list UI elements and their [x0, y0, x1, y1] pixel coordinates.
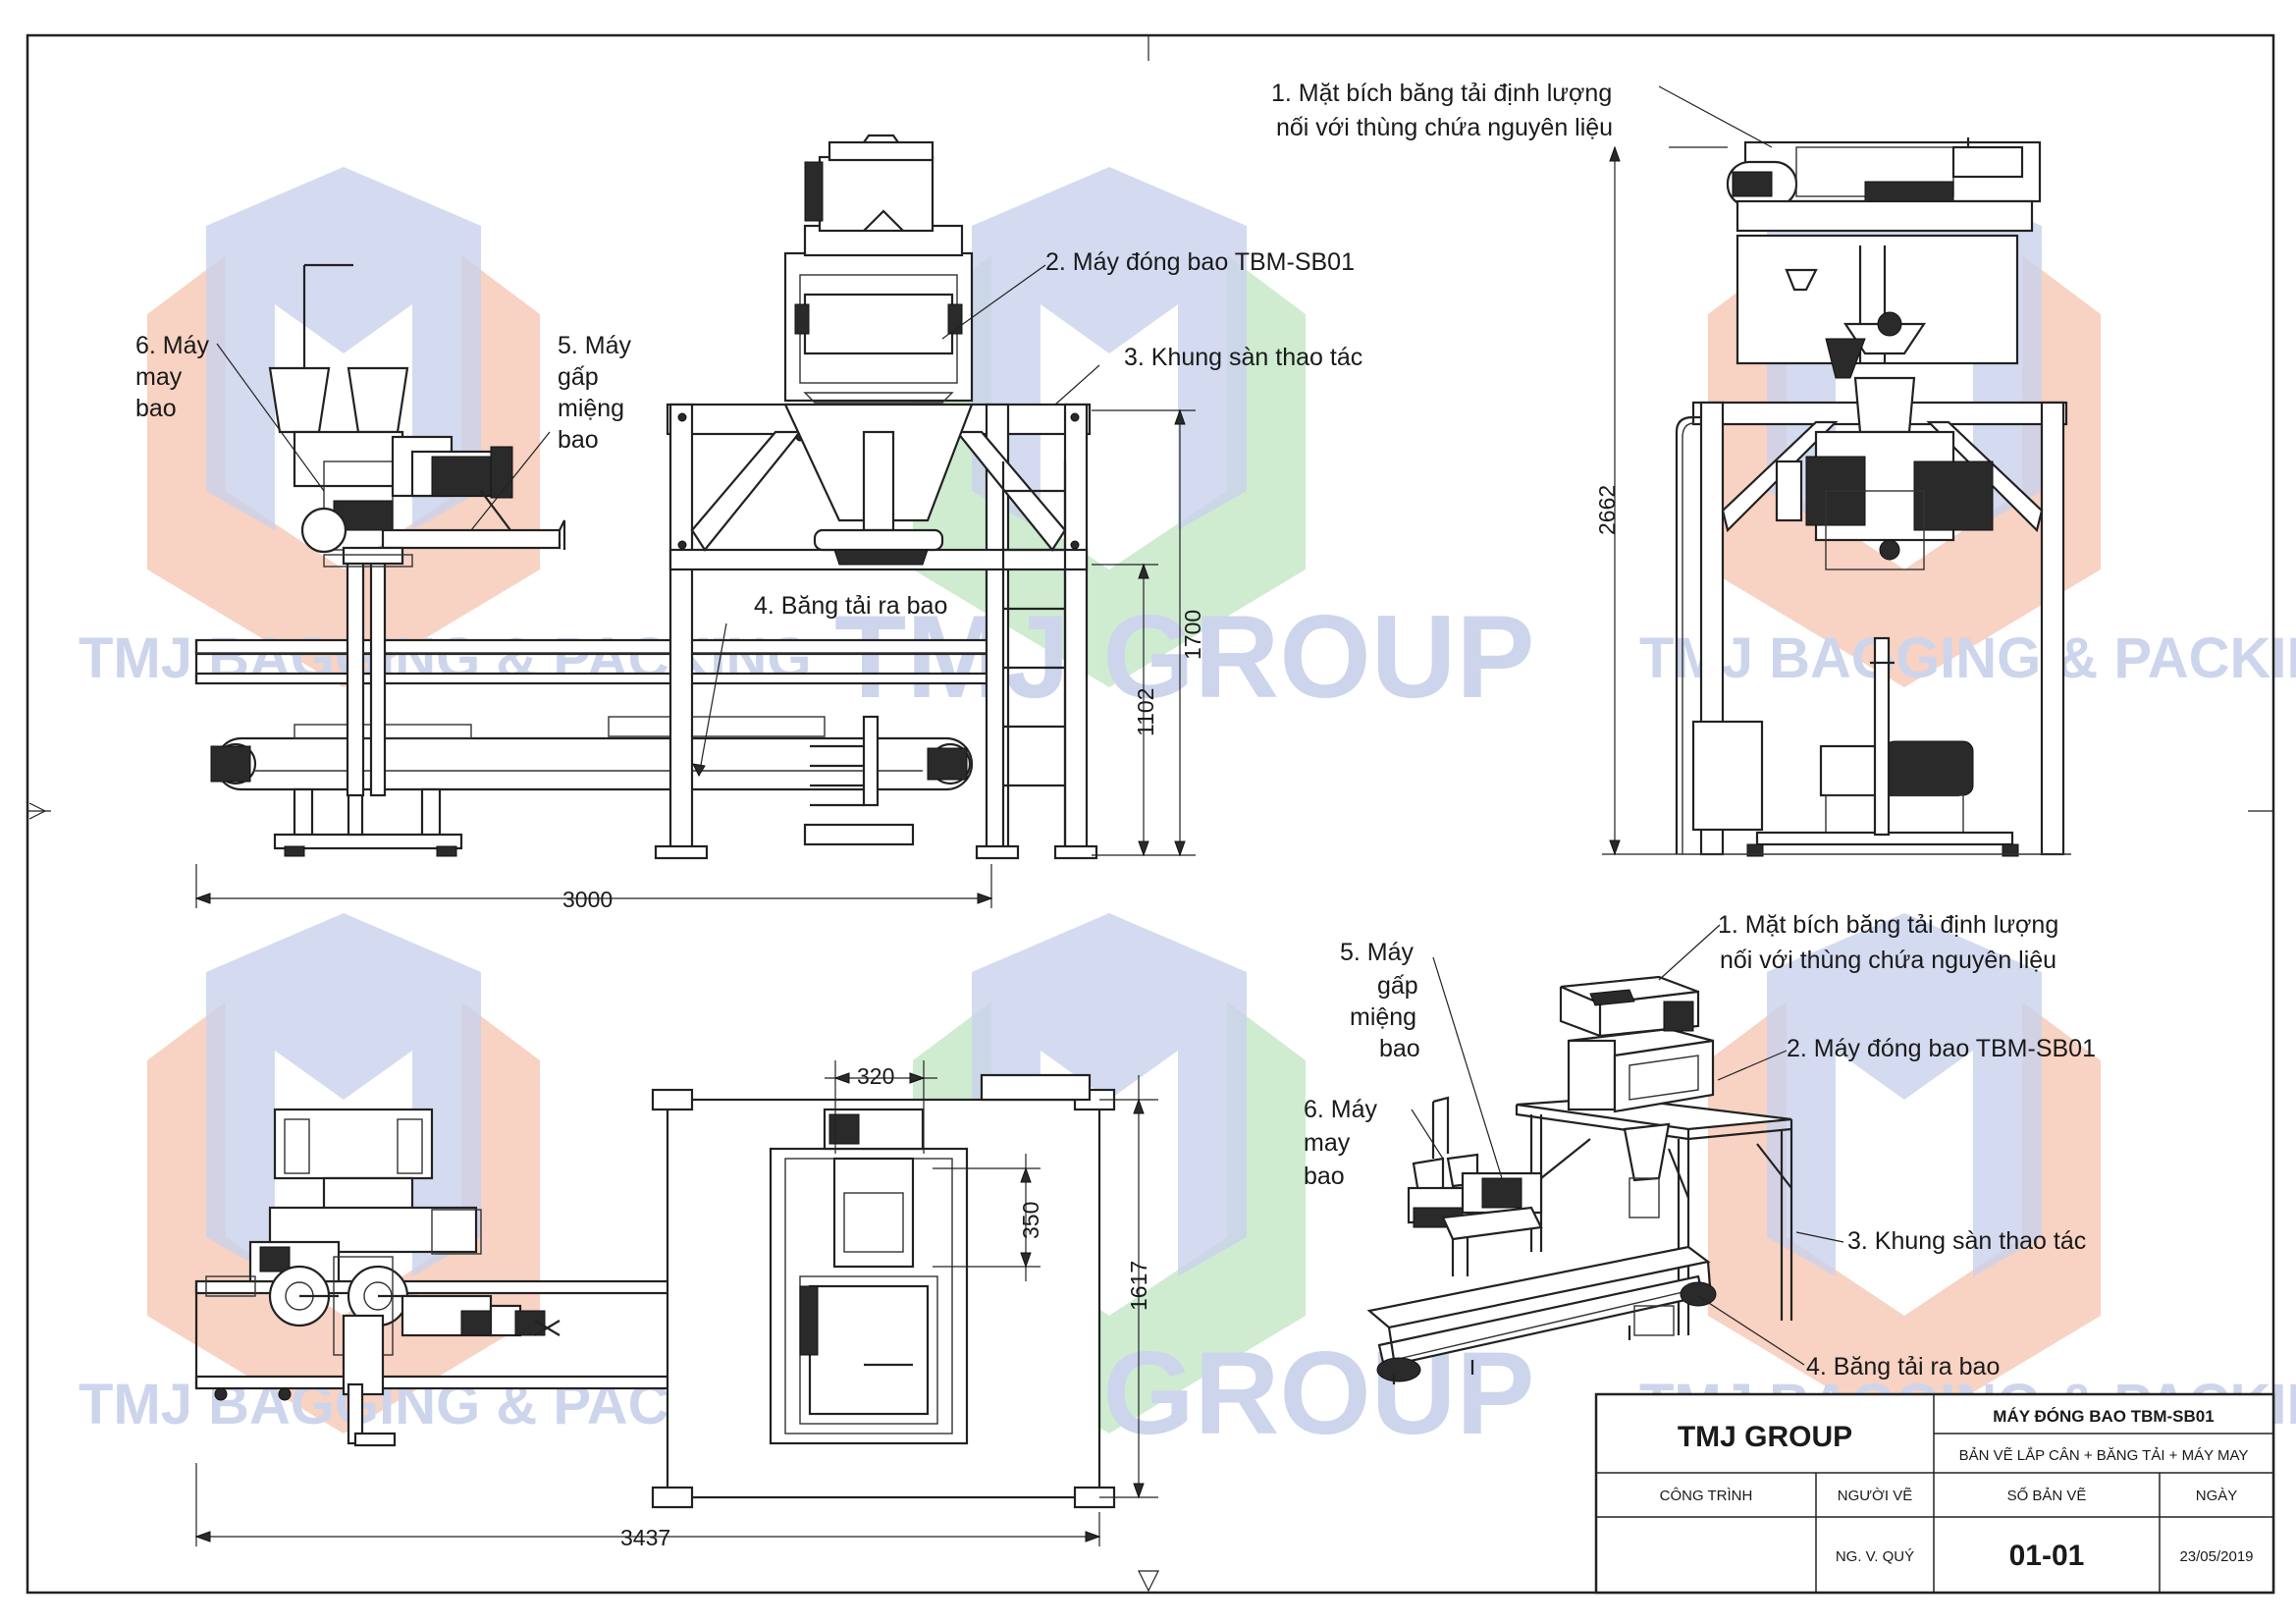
iso-label-folder-line1: 5. Máy — [1340, 939, 1415, 966]
label-frame: 3. Khung sàn thao tác — [1124, 344, 1362, 371]
sheet-border — [26, 33, 2275, 1595]
top-view: 320 350 1617 3437 — [194, 1060, 1158, 1550]
iso-label-folder-line3: miệng — [1350, 1003, 1416, 1031]
watermark-logo-icon — [147, 167, 540, 687]
watermark-company: TMJ GROUP — [834, 591, 1534, 723]
iso-label-flange-line1: 1. Mặt bích băng tải định lượng — [1718, 911, 2058, 939]
label-folder-line1: 5. Máy — [558, 332, 632, 359]
dim-width-3000: 3000 — [562, 887, 613, 912]
title-col-drawing-no: SỐ BẢN VẼ — [2007, 1487, 2087, 1504]
title-drawer: NG. V. QUÝ — [1836, 1548, 1914, 1565]
label-sewing-line3: bao — [135, 395, 177, 422]
dim-1617: 1617 — [1126, 1261, 1151, 1311]
label-sewing-line1: 6. Máy — [135, 332, 210, 359]
iso-label-folder-line4: bao — [1379, 1035, 1420, 1062]
label-flange-line1: 1. Mặt bích băng tải định lượng — [1271, 80, 1612, 107]
side-view: 1. Mặt bích băng tải định lượng nối với … — [1271, 80, 2071, 857]
title-drawing-title: BẢN VẼ LẮP CÂN + BĂNG TẢI + MÁY MAY — [1959, 1446, 2249, 1464]
label-folder-line3: miệng — [558, 395, 624, 422]
label-folder-line4: bao — [558, 426, 599, 454]
iso-label-sewing-line1: 6. Máy — [1304, 1096, 1378, 1123]
iso-label-conveyor: 4. Băng tải ra bao — [1806, 1353, 2000, 1380]
title-col-date: NGÀY — [2196, 1488, 2238, 1504]
dim-height-1102: 1102 — [1133, 688, 1158, 736]
title-block: TMJ GROUP MÁY ĐÓNG BAO TBM-SB01 BẢN VẼ L… — [1594, 1392, 2275, 1595]
title-drawing-no: 01-01 — [2009, 1540, 2085, 1572]
dim-3437: 3437 — [620, 1525, 670, 1550]
title-col-drawer: NGƯỜI VẼ — [1838, 1488, 1913, 1504]
title-col-project: CÔNG TRÌNH — [1660, 1488, 1753, 1504]
title-company: TMJ GROUP — [1678, 1421, 1852, 1453]
iso-label-sewing-line2: may — [1304, 1129, 1351, 1157]
label-sewing-line2: may — [135, 363, 183, 391]
iso-label-flange-line2: nối với thùng chứa nguyên liệu — [1720, 947, 2056, 974]
title-product: MÁY ĐÓNG BAO TBM-SB01 — [1993, 1407, 2214, 1426]
label-folder-line2: gấp — [558, 363, 599, 391]
dim-height-2662: 2662 — [1594, 485, 1620, 535]
label-bagging-machine: 2. Máy đóng bao TBM-SB01 — [1045, 248, 1355, 276]
iso-label-frame: 3. Khung sàn thao tác — [1847, 1227, 2086, 1255]
iso-label-sewing-line3: bao — [1304, 1163, 1345, 1190]
watermark-tagline: TMJ BAGGING & PACKING — [1639, 626, 2296, 690]
label-flange-line2: nối với thùng chứa nguyên liệu — [1276, 114, 1613, 141]
dim-320: 320 — [857, 1063, 894, 1089]
front-view: 6. Máy may bao 5. Máy gấp miệng bao 2. M… — [135, 134, 1362, 912]
dim-height-1700: 1700 — [1180, 610, 1205, 660]
iso-label-bagging-machine: 2. Máy đóng bao TBM-SB01 — [1787, 1035, 2096, 1062]
iso-label-folder-line2: gấp — [1377, 972, 1418, 1000]
label-conveyor: 4. Băng tải ra bao — [754, 592, 947, 620]
dim-350: 350 — [1018, 1202, 1043, 1239]
title-date: 23/05/2019 — [2179, 1548, 2253, 1565]
isometric-view: 1. Mặt bích băng tải định lượng nối với … — [1304, 911, 2096, 1384]
